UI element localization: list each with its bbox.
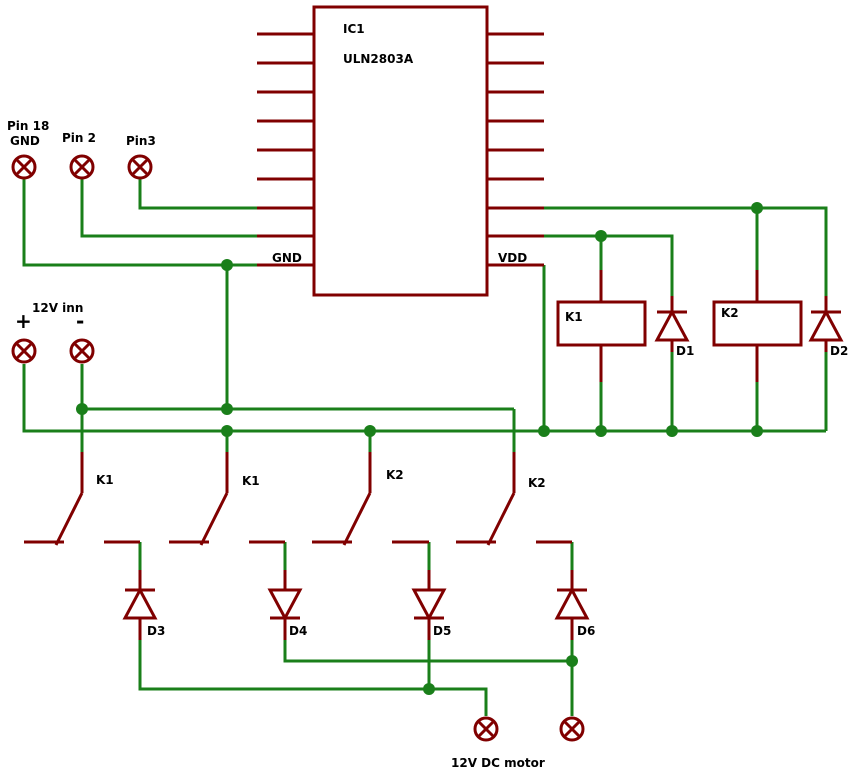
label-pin3: Pin3 xyxy=(126,134,156,148)
switch-k1-a: K1 xyxy=(24,452,140,546)
terminal-motor-1 xyxy=(473,716,499,742)
diode-d4-label: D4 xyxy=(289,624,307,638)
diode-d5-label: D5 xyxy=(433,624,451,638)
diode-d1-label: D1 xyxy=(676,344,694,358)
ic1-chip: IC1 ULN2803A GND VDD xyxy=(257,5,544,297)
label-supply: 12V inn xyxy=(32,301,83,315)
label-pin18-line2: GND xyxy=(10,134,40,148)
junctions xyxy=(76,202,763,695)
terminal-plus xyxy=(11,338,37,364)
terminal-pin3 xyxy=(127,154,153,180)
diode-d6: D6 xyxy=(554,570,595,640)
ic1-pins xyxy=(257,32,544,267)
wire-d3-motor xyxy=(138,640,488,716)
diode-d6-label: D6 xyxy=(577,624,595,638)
relay-k2-label: K2 xyxy=(721,306,739,320)
terminal-pin2 xyxy=(69,154,95,180)
diode-d3-label: D3 xyxy=(147,624,165,638)
junction-dot xyxy=(751,425,763,437)
junction-dot xyxy=(751,202,763,214)
junction-dot xyxy=(221,259,233,271)
wire-k2-top xyxy=(544,206,828,312)
terminals: Pin 18 GND Pin 2 Pin3 12V inn + - 12V DC… xyxy=(7,119,585,770)
wire-pin3 xyxy=(138,179,258,210)
junction-dot xyxy=(76,403,88,415)
label-motor: 12V DC motor xyxy=(451,756,545,770)
diode-d2: D2 xyxy=(808,296,848,358)
terminal-motor-2 xyxy=(559,716,585,742)
wire-d4-motor xyxy=(283,640,572,663)
wire-pin2 xyxy=(80,179,258,238)
switch-k2-b: K2 xyxy=(456,452,572,546)
diode-d3: D3 xyxy=(122,570,165,640)
junction-dot xyxy=(538,425,550,437)
junction-dot xyxy=(423,683,435,695)
relay-k2: K2 xyxy=(712,270,803,382)
junction-dot xyxy=(364,425,376,437)
label-minus: - xyxy=(76,309,84,333)
switch-k2-a-label: K2 xyxy=(386,468,404,482)
switch-k2-a: K2 xyxy=(312,452,429,546)
ic1-vdd-label: VDD xyxy=(498,251,527,265)
diode-d5: D5 xyxy=(411,570,451,640)
ic1-part: ULN2803A xyxy=(343,52,414,66)
relay-k1-label: K1 xyxy=(565,310,583,324)
label-pin18-line1: Pin 18 xyxy=(7,119,49,133)
wire-k1-top xyxy=(544,234,674,312)
switch-k2-b-label: K2 xyxy=(528,476,546,490)
switch-k1-b-label: K1 xyxy=(242,474,260,488)
wires xyxy=(22,179,828,716)
terminal-pin18 xyxy=(11,154,37,180)
relay-k1: K1 xyxy=(556,270,647,382)
junction-dot xyxy=(595,230,607,242)
switch-k1-b: K1 xyxy=(169,452,285,546)
switch-k1-a-label: K1 xyxy=(96,473,114,487)
junction-dot xyxy=(595,425,607,437)
ic1-body xyxy=(312,5,489,297)
ic1-name: IC1 xyxy=(343,22,365,36)
junction-dot xyxy=(221,403,233,415)
diode-d4: D4 xyxy=(267,570,307,640)
label-plus: + xyxy=(15,309,32,333)
terminal-minus xyxy=(69,338,95,364)
diode-d1: D1 xyxy=(654,296,694,358)
label-pin2: Pin 2 xyxy=(62,131,96,145)
wire-plus-rail xyxy=(22,364,826,433)
junction-dot xyxy=(221,425,233,437)
diode-d2-label: D2 xyxy=(830,344,848,358)
junction-dot xyxy=(566,655,578,667)
wire-gnd xyxy=(22,179,258,267)
ic1-gnd-label: GND xyxy=(272,251,302,265)
junction-dot xyxy=(666,425,678,437)
